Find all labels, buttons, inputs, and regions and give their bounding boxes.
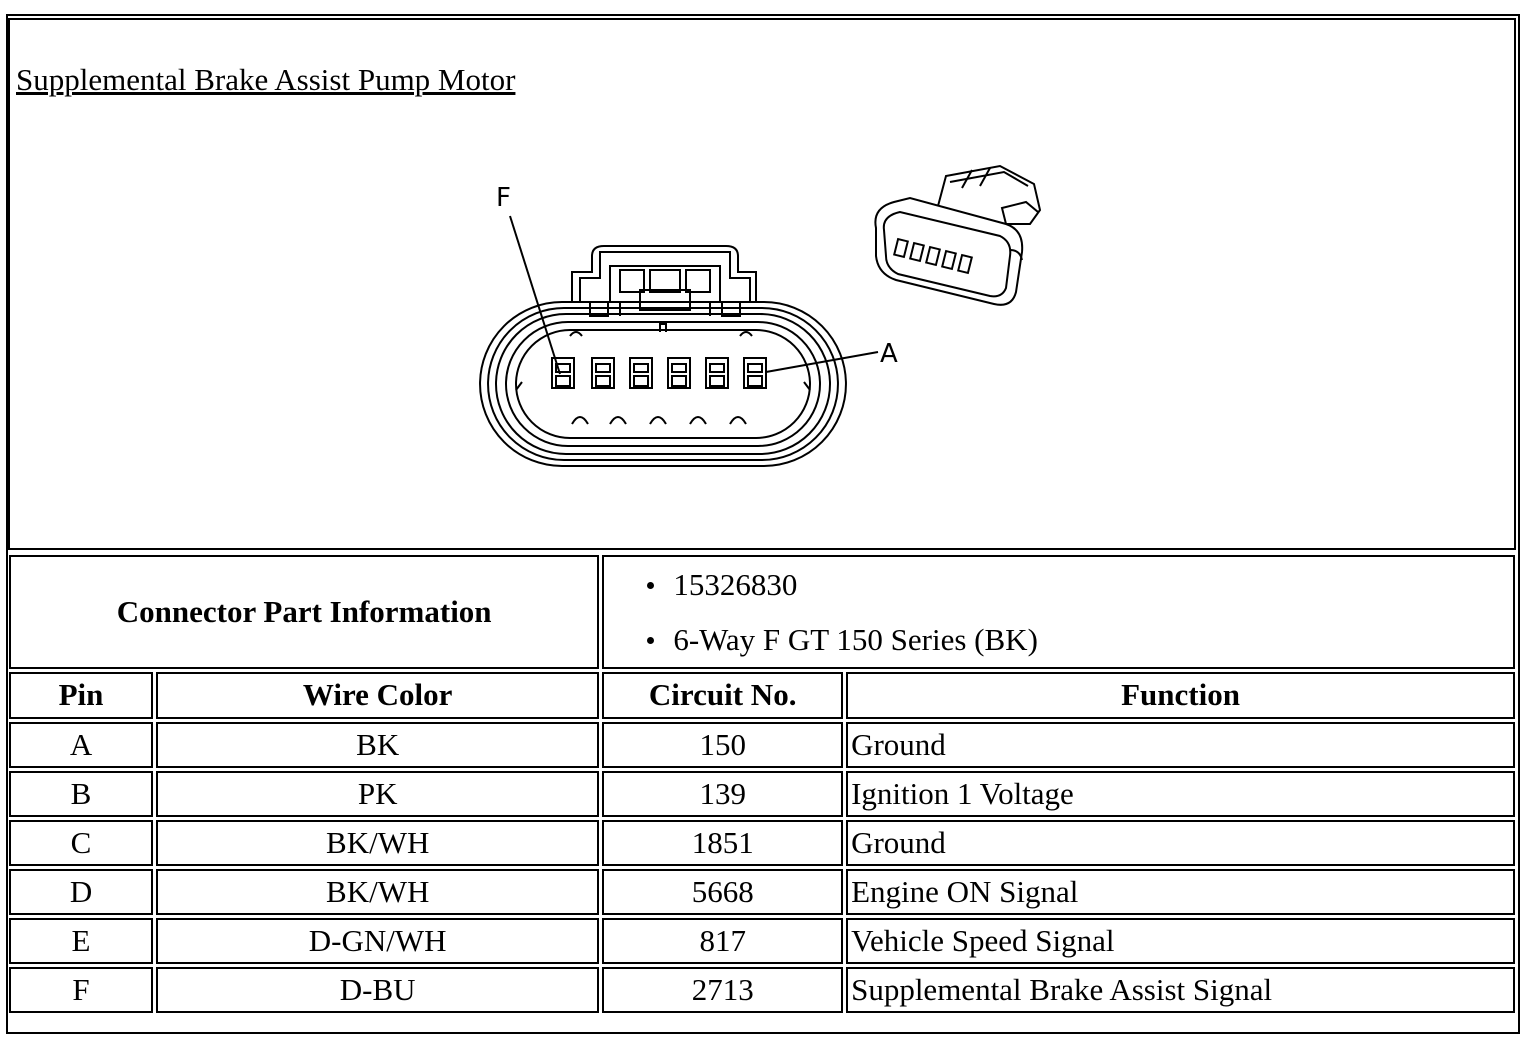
- cavity-d: [629, 357, 653, 389]
- pin-cell: D: [9, 869, 154, 915]
- wire-color-cell: D-GN/WH: [156, 918, 600, 964]
- part-number: 15326830: [643, 557, 1510, 612]
- connector-face-drawing: F A: [479, 164, 1042, 467]
- cavity-a: [743, 357, 767, 389]
- function-cell: Ground: [846, 722, 1515, 768]
- cavity-e: [591, 357, 615, 389]
- connector-part-info-list: 15326830 6-Way F GT 150 Series (BK): [602, 555, 1515, 669]
- leader-line-a: [765, 351, 879, 373]
- cavity-f: [551, 357, 575, 389]
- wire-color-cell: BK/WH: [156, 820, 600, 866]
- function-cell: Engine ON Signal: [846, 869, 1515, 915]
- table-row: D BK/WH 5668 Engine ON Signal: [9, 869, 1515, 915]
- pin-cell: B: [9, 771, 154, 817]
- document-frame: [6, 14, 1520, 1034]
- pin-label-a: A: [880, 339, 898, 369]
- function-cell: Vehicle Speed Signal: [846, 918, 1515, 964]
- part-info-row: Connector Part Information 15326830 6-Wa…: [9, 555, 1515, 669]
- table-header-row: Pin Wire Color Circuit No. Function: [9, 672, 1515, 719]
- wire-color-cell: BK: [156, 722, 600, 768]
- circuit-cell: 150: [602, 722, 844, 768]
- header-pin: Pin: [9, 672, 154, 719]
- cavity-c: [667, 357, 691, 389]
- connector-isometric-icon: [874, 164, 1042, 306]
- pin-cell: A: [9, 722, 154, 768]
- circuit-cell: 1851: [602, 820, 844, 866]
- connector-diagram-panel: Supplemental Brake Assist Pump Motor: [8, 18, 1516, 550]
- connector-description: 6-Way F GT 150 Series (BK): [643, 612, 1510, 667]
- wire-color-cell: D-BU: [156, 967, 600, 1013]
- header-function: Function: [846, 672, 1515, 719]
- wire-color-cell: PK: [156, 771, 600, 817]
- diagram-title: Supplemental Brake Assist Pump Motor: [16, 62, 516, 97]
- leader-line-f: [509, 215, 561, 375]
- cavity-b: [705, 357, 729, 389]
- pin-cell: F: [9, 967, 154, 1013]
- terminal-cavities: [551, 357, 767, 389]
- function-cell: Ignition 1 Voltage: [846, 771, 1515, 817]
- table-row: C BK/WH 1851 Ground: [9, 820, 1515, 866]
- circuit-cell: 139: [602, 771, 844, 817]
- function-cell: Supplemental Brake Assist Signal: [846, 967, 1515, 1013]
- connector-latch-icon: [571, 245, 757, 317]
- table-row: F D-BU 2713 Supplemental Brake Assist Si…: [9, 967, 1515, 1013]
- pin-label-f: F: [496, 183, 511, 213]
- wire-color-cell: BK/WH: [156, 869, 600, 915]
- connector-body: [479, 301, 847, 467]
- circuit-cell: 817: [602, 918, 844, 964]
- connector-pinout-table: Connector Part Information 15326830 6-Wa…: [6, 552, 1518, 1016]
- pin-cell: C: [9, 820, 154, 866]
- circuit-cell: 2713: [602, 967, 844, 1013]
- connector-part-info-label: Connector Part Information: [9, 555, 600, 669]
- table-row: B PK 139 Ignition 1 Voltage: [9, 771, 1515, 817]
- circuit-cell: 5668: [602, 869, 844, 915]
- table-row: A BK 150 Ground: [9, 722, 1515, 768]
- header-wire-color: Wire Color: [156, 672, 600, 719]
- function-cell: Ground: [846, 820, 1515, 866]
- table-row: E D-GN/WH 817 Vehicle Speed Signal: [9, 918, 1515, 964]
- pin-cell: E: [9, 918, 154, 964]
- header-circuit-no: Circuit No.: [602, 672, 844, 719]
